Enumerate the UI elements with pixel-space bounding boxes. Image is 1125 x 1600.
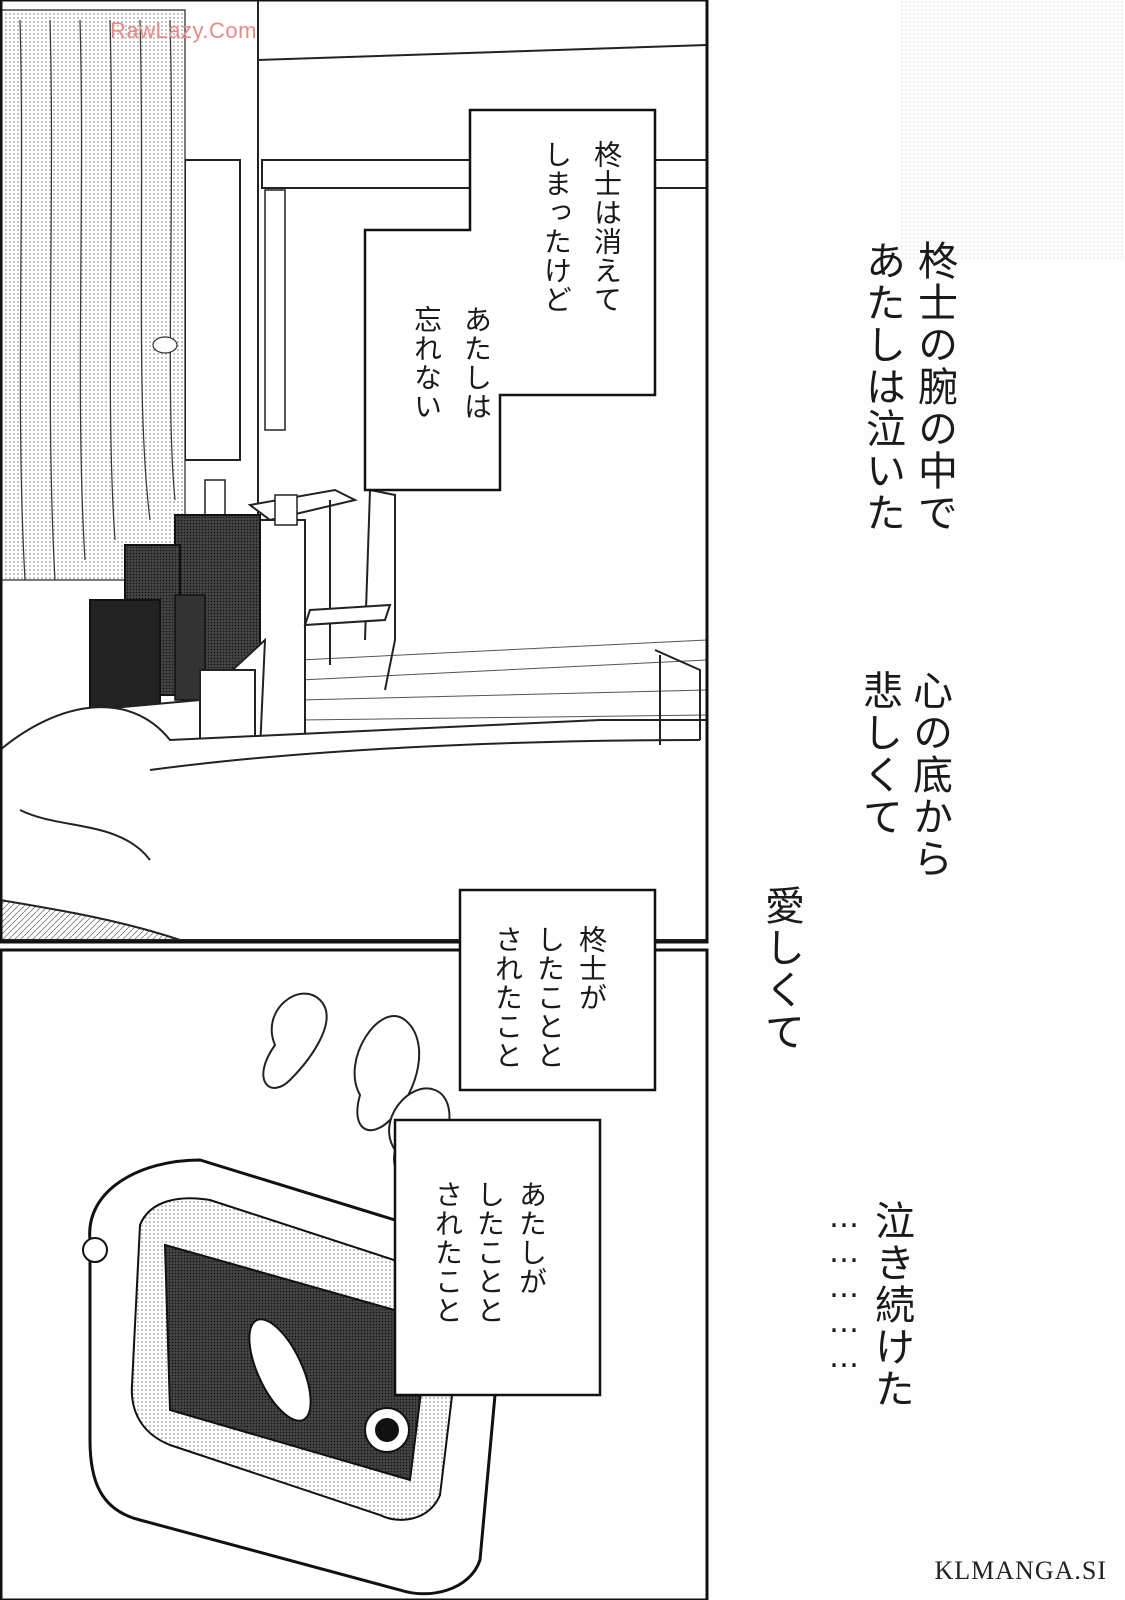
- caption-bottom1-col1: 柊士が: [575, 925, 608, 1012]
- desk: [247, 488, 358, 751]
- bed: [0, 706, 708, 941]
- caption-top-col4: 忘れない: [410, 305, 443, 421]
- screentone-texture: [900, 0, 1125, 260]
- narration-col3: 心の底から: [906, 670, 952, 880]
- caption-top-col1: 柊士は消えて: [590, 140, 623, 314]
- caption-bottom2-col3: されたこと: [431, 1180, 464, 1325]
- caption-top-col3: あたしは: [460, 305, 493, 421]
- narration-col5: 愛しくて: [758, 885, 804, 1053]
- curtains: [0, 9, 186, 581]
- caption-bottom2-col1: あたしが: [515, 1180, 548, 1296]
- narration-col7: ……………: [826, 1200, 862, 1375]
- narration-col1: 柊士の腕の中で: [911, 240, 957, 534]
- watermark-bottom: KLMANGA.SI: [934, 1556, 1107, 1585]
- caption-top-col2: しまったけど: [540, 140, 573, 314]
- caption-bottom1-col2: したことと: [533, 925, 566, 1070]
- panel-border-bottom: [0, 948, 709, 1600]
- watermark-top: RawLazy.Com: [110, 18, 257, 43]
- chair: [303, 489, 396, 691]
- television: [89, 514, 261, 711]
- caption-bottom2-col2: したことと: [473, 1180, 506, 1325]
- caption-bottom1-col3: されたこと: [491, 925, 524, 1070]
- narration-col2: あたしは泣いた: [859, 240, 905, 534]
- caption-box-top: [363, 108, 657, 492]
- caption-box-bottom-2: [393, 1118, 602, 1397]
- panel-border-top: [0, 0, 709, 944]
- caption-box-bottom-1: [458, 888, 657, 1092]
- narration-col4: 悲しくて: [856, 670, 902, 838]
- narration-col6: 泣き続けた: [868, 1200, 914, 1410]
